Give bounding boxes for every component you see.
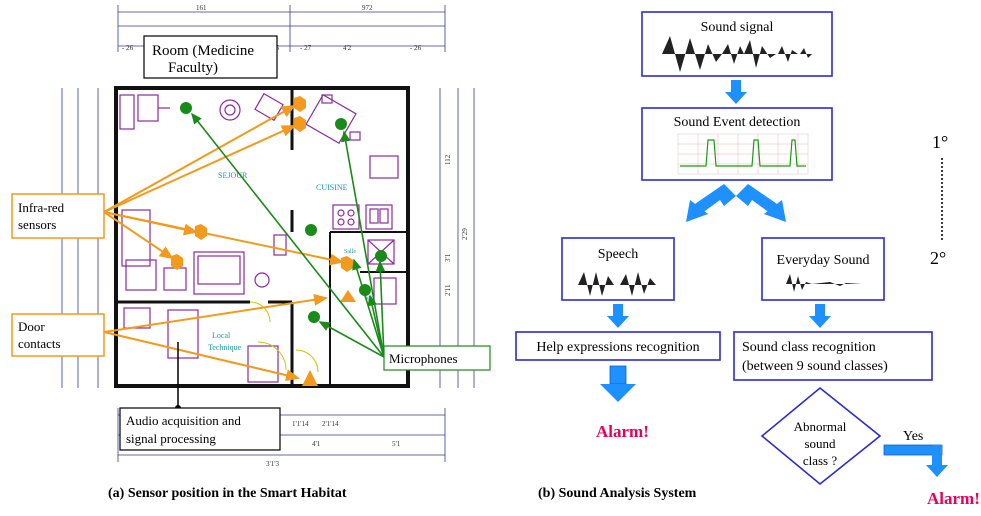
room-sejour: SEJOUR [218, 171, 248, 180]
microphone-4 [305, 224, 317, 236]
ir-sensor-4 [171, 254, 183, 270]
door-contacts-markers [302, 290, 356, 386]
arrow-down-everyday [809, 304, 831, 328]
infrared-label-line1: Infra-red [18, 200, 65, 215]
microphones-label: Microphones [389, 351, 458, 366]
room-box: Room (Medicine Faculty) [143, 35, 278, 79]
arrow-down-alarm [600, 365, 636, 402]
waveform-speech [578, 272, 656, 296]
dim-bottom2: 2'1'14 [322, 420, 339, 428]
ir-sensor-1 [294, 96, 306, 112]
room-salle: Salle [344, 249, 356, 255]
speech-label: Speech [598, 247, 638, 262]
waveform-everyday [786, 274, 862, 292]
microphone-2 [335, 118, 347, 130]
infrared-sensors [171, 96, 353, 272]
caption-left: (a) Sensor position in the Smart Habitat [108, 486, 347, 501]
microphones-box: Microphones [383, 345, 491, 371]
microphone-3 [375, 250, 387, 262]
dim-d4: 4'2 [343, 44, 352, 52]
infrared-box: Infra-red sensors [11, 193, 105, 239]
event-detection-box: Sound Event detection [641, 107, 833, 181]
sound-signal-box: Sound signal [641, 11, 833, 77]
decision-line1: Abnormal [794, 419, 847, 434]
decision-diamond: Abnormal sound class ? [760, 386, 882, 486]
class-recognition-box: Sound class recognition (between 9 sound… [733, 331, 933, 381]
detection-trace [680, 139, 806, 167]
step-indicator: 1° 2° [930, 132, 948, 268]
door-label-line2: contacts [18, 336, 61, 351]
sound-signal-label: Sound signal [701, 20, 774, 35]
caption-right: (b) Sound Analysis System [538, 486, 697, 501]
class-recognition-line2: (between 9 sound classes) [742, 359, 888, 374]
room-label-line2: Faculty) [168, 60, 218, 76]
microphones [180, 102, 387, 323]
dim-bottom3: 4'1 [312, 440, 321, 448]
room-label-line1: Room (Medicine [152, 43, 254, 59]
help-recognition-label: Help expressions recognition [536, 340, 699, 355]
dim-d5: - 26 [410, 44, 422, 52]
audio-box: Audio acquisition and signal processing [119, 407, 281, 451]
dim-top1: 161 [196, 4, 207, 12]
decision-line3: class ? [803, 453, 838, 468]
dim-right3: 3'1 [444, 253, 452, 262]
event-detection-label: Sound Event detection [674, 115, 801, 130]
yes-arrow [883, 444, 948, 477]
dim-d3: - 27 [300, 44, 312, 52]
alarm-speech: Alarm! [596, 422, 649, 441]
room-technique: Technique [208, 343, 242, 352]
dim-right4: 2'11 [444, 284, 452, 296]
walls [114, 86, 410, 388]
ir-sensor-3 [195, 224, 207, 240]
ir-sensor-2 [294, 116, 306, 132]
dim-bottom1: 1'1'14 [292, 420, 309, 428]
everyday-box: Everyday Sound [761, 237, 885, 301]
room-local: Local [212, 331, 231, 340]
step-2: 2° [930, 248, 946, 268]
arrow-down-1 [725, 80, 747, 104]
ir-sensor-5 [341, 256, 353, 272]
audio-label-line2: signal processing [126, 431, 216, 446]
help-recognition-box: Help expressions recognition [515, 331, 721, 361]
door-label-line1: Door [18, 319, 45, 334]
waveform-signal [662, 36, 822, 72]
everyday-label: Everyday Sound [777, 253, 870, 268]
decision-line2: sound [804, 436, 836, 451]
dim-d1: - 26 [122, 44, 134, 52]
door-swings [249, 301, 319, 373]
door-contact-1 [340, 290, 356, 302]
dim-bottom4: 5'1 [392, 440, 401, 448]
split-arrows [686, 184, 786, 222]
floor-plan: 161 972 - 26 - 25 - 27 4'2 - 26 112 2'29… [61, 4, 475, 468]
yes-label: Yes [903, 429, 923, 444]
room-cuisine: CUISINE [316, 183, 348, 192]
door-box: Door contacts [11, 313, 105, 357]
microphone-1 [180, 102, 192, 114]
speech-box: Speech [561, 237, 675, 301]
infrared-label-line2: sensors [18, 217, 56, 232]
furniture [119, 92, 399, 383]
arrow-down-speech [607, 304, 629, 328]
microphone-6 [308, 311, 320, 323]
microphone-arrows [191, 112, 386, 358]
alarm-everyday: Alarm! [927, 489, 980, 508]
dim-top2: 972 [362, 4, 373, 12]
detection-grid [678, 134, 808, 174]
step-1: 1° [932, 132, 948, 152]
door-contact-2 [302, 370, 318, 386]
dim-bottom5: 3'1'3 [266, 460, 280, 468]
class-recognition-line1: Sound class recognition [742, 340, 876, 355]
microphone-5 [359, 284, 371, 296]
audio-label-line1: Audio acquisition and [126, 413, 241, 428]
dim-right1: 112 [444, 154, 452, 165]
dim-right2: 2'29 [461, 228, 469, 240]
